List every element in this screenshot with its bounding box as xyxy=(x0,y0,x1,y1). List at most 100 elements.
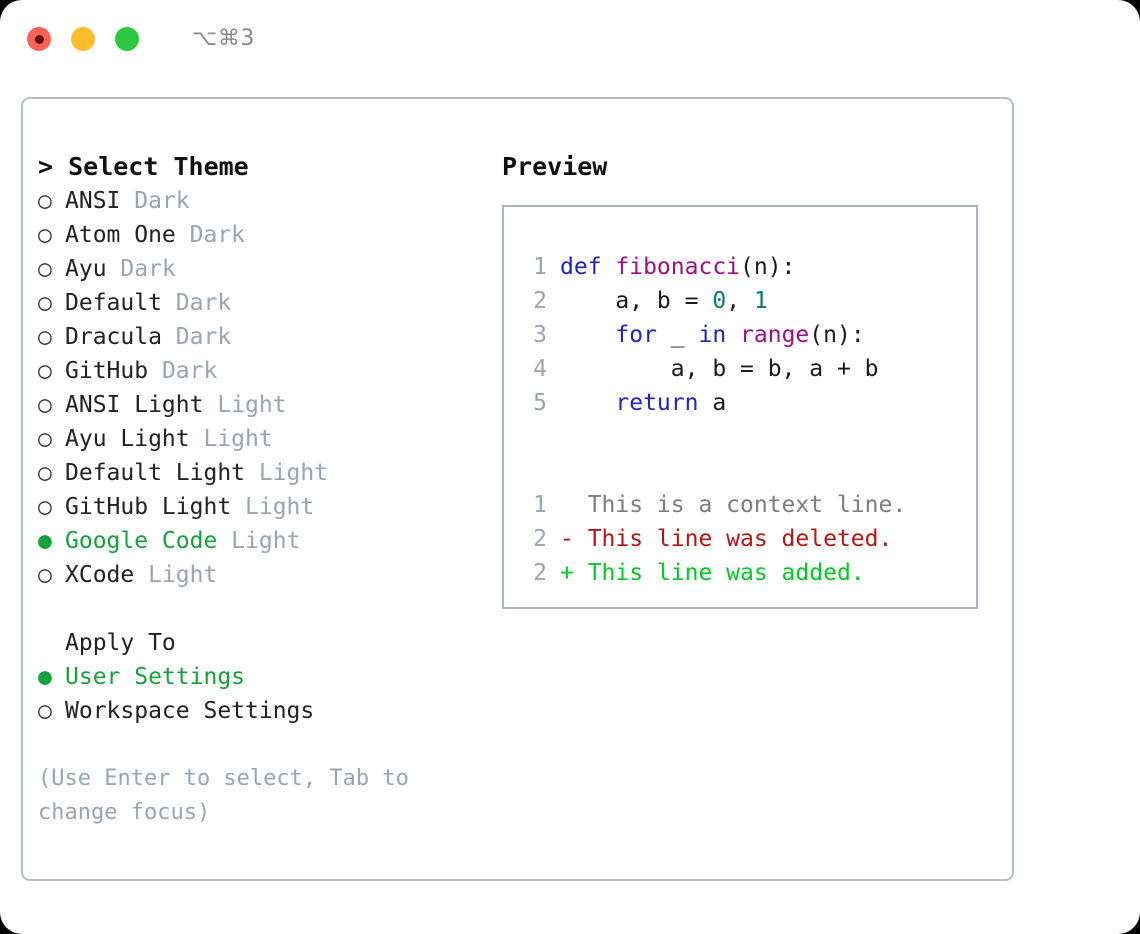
code-token: _ xyxy=(656,322,699,348)
code-text: return a xyxy=(547,386,726,420)
code-token: 1 xyxy=(753,288,768,314)
close-button[interactable] xyxy=(27,27,51,51)
diff-sample: 1 This is a context line.2- This line wa… xyxy=(504,488,976,590)
diff-text: This is a context line. xyxy=(560,492,907,518)
radio-unselected-icon: ○ xyxy=(38,358,52,384)
code-text: a, b = 0, 1 xyxy=(547,284,768,318)
theme-name-label: Ayu xyxy=(65,256,107,282)
main-panel: > Select Theme ○ANSI Dark○Atom One Dark○… xyxy=(21,97,1014,881)
theme-list-item[interactable]: ○ ANSI Light Light xyxy=(38,388,493,422)
code-text: def fibonacci(n): xyxy=(547,250,795,284)
code-token: , xyxy=(726,288,754,314)
line-number: 1 xyxy=(533,492,547,518)
theme-kind-label: Dark xyxy=(161,324,232,350)
theme-kind-label: Light xyxy=(134,562,218,588)
code-line: 4 a, b = b, a + b xyxy=(504,352,976,386)
theme-name-label: GitHub Light xyxy=(65,494,232,520)
radio-unselected-icon: ○ xyxy=(38,290,52,316)
radio-unselected-icon: ○ xyxy=(38,392,52,418)
theme-list-item[interactable]: ○Ayu Light Light xyxy=(38,422,493,456)
minimize-button[interactable] xyxy=(71,27,95,51)
theme-name-label: ANSI Light xyxy=(65,392,204,418)
window-controls xyxy=(27,27,139,51)
theme-kind-label: Light xyxy=(231,494,315,520)
list-spacer xyxy=(38,592,493,626)
theme-kind-label: Dark xyxy=(161,290,232,316)
theme-list-item[interactable]: ○ Default Dark xyxy=(38,286,493,320)
theme-list-item[interactable]: ○ Atom One Dark xyxy=(38,218,493,252)
apply-to-item[interactable]: ● User Settings xyxy=(38,660,493,694)
code-token: fibonacci xyxy=(615,254,741,280)
theme-name-label: GitHub xyxy=(65,358,149,384)
theme-kind-label: Light xyxy=(203,392,287,418)
theme-name-label: Atom One xyxy=(65,222,176,248)
code-token: (n): xyxy=(809,322,865,348)
line-number: 4 xyxy=(533,356,547,382)
radio-unselected-icon: ○ xyxy=(38,698,52,724)
theme-list-item[interactable]: ○ANSI Dark xyxy=(38,184,493,218)
code-token xyxy=(560,390,615,416)
theme-list-item[interactable]: ○GitHub Light Light xyxy=(38,490,493,524)
preview-header: Preview xyxy=(502,152,608,181)
line-number: 3 xyxy=(533,322,547,348)
code-text: a, b = b, a + b xyxy=(547,352,879,386)
theme-name-label: Dracula xyxy=(65,324,162,350)
theme-name-label: XCode xyxy=(65,562,135,588)
keyboard-hint-text: (Use Enter to select, Tab to change focu… xyxy=(38,766,409,825)
radio-unselected-icon: ○ xyxy=(38,256,52,282)
theme-list-item[interactable]: ○ XCode Light xyxy=(38,558,493,592)
theme-list-item[interactable]: ○ GitHub Dark xyxy=(38,354,493,388)
code-line: 3 for _ in range(n): xyxy=(504,318,976,352)
title-bar: ⌥⌘3 xyxy=(0,0,1140,78)
close-icon xyxy=(34,34,44,44)
apply-to-item[interactable]: ○Workspace Settings xyxy=(38,694,493,728)
line-number: 2 xyxy=(533,526,547,552)
theme-kind-label: Light xyxy=(245,460,329,486)
code-text: for _ in range(n): xyxy=(547,318,865,352)
code-token: for xyxy=(615,322,657,348)
diff-line: 1 This is a context line. xyxy=(504,488,976,522)
theme-name-label: Default Light xyxy=(65,460,246,486)
apply-to-list: ● User Settings ○Workspace Settings xyxy=(38,660,493,728)
theme-name-label: Ayu Light xyxy=(65,426,190,452)
radio-unselected-icon: ○ xyxy=(38,188,52,214)
radio-unselected-icon: ○ xyxy=(38,562,52,588)
keyboard-shortcut-label: ⌥⌘3 xyxy=(192,26,255,51)
code-blank-line xyxy=(504,454,976,488)
radio-unselected-icon: ○ xyxy=(38,324,52,350)
apply-to-label: User Settings xyxy=(65,664,246,690)
apply-to-header: Apply To xyxy=(65,630,176,656)
theme-kind-label: Dark xyxy=(175,222,246,248)
code-blank-line xyxy=(504,420,976,454)
theme-name-label: Default xyxy=(65,290,162,316)
code-token: return xyxy=(615,390,699,416)
theme-kind-label: Light xyxy=(189,426,273,452)
code-token: def xyxy=(560,254,616,280)
code-token: 0 xyxy=(712,288,727,314)
theme-kind-label: Dark xyxy=(148,358,218,384)
select-theme-header: > Select Theme xyxy=(38,152,249,181)
line-number: 2 xyxy=(533,560,547,586)
diff-line: 2 + This line was added. xyxy=(504,556,976,590)
line-number: 2 xyxy=(533,288,547,314)
code-token: a, b = xyxy=(560,288,713,314)
radio-selected-icon: ● xyxy=(38,664,52,690)
theme-list-item[interactable]: ○Ayu Dark xyxy=(38,252,493,286)
code-token xyxy=(726,322,740,348)
theme-selection-column: > Select Theme ○ANSI Dark○Atom One Dark○… xyxy=(23,99,493,879)
maximize-button[interactable] xyxy=(115,27,139,51)
diff-text: + This line was added. xyxy=(560,560,865,586)
theme-list-item[interactable]: ●Google Code Light xyxy=(38,524,493,558)
radio-selected-icon: ● xyxy=(38,528,52,554)
theme-name-label: Google Code xyxy=(65,528,218,554)
code-token: range xyxy=(740,322,810,348)
theme-name-label: ANSI xyxy=(65,188,121,214)
theme-list-item[interactable]: ○Default Light Light xyxy=(38,456,493,490)
radio-unselected-icon: ○ xyxy=(38,222,52,248)
code-token: a xyxy=(698,390,727,416)
theme-list-item[interactable]: ○ Dracula Dark xyxy=(38,320,493,354)
